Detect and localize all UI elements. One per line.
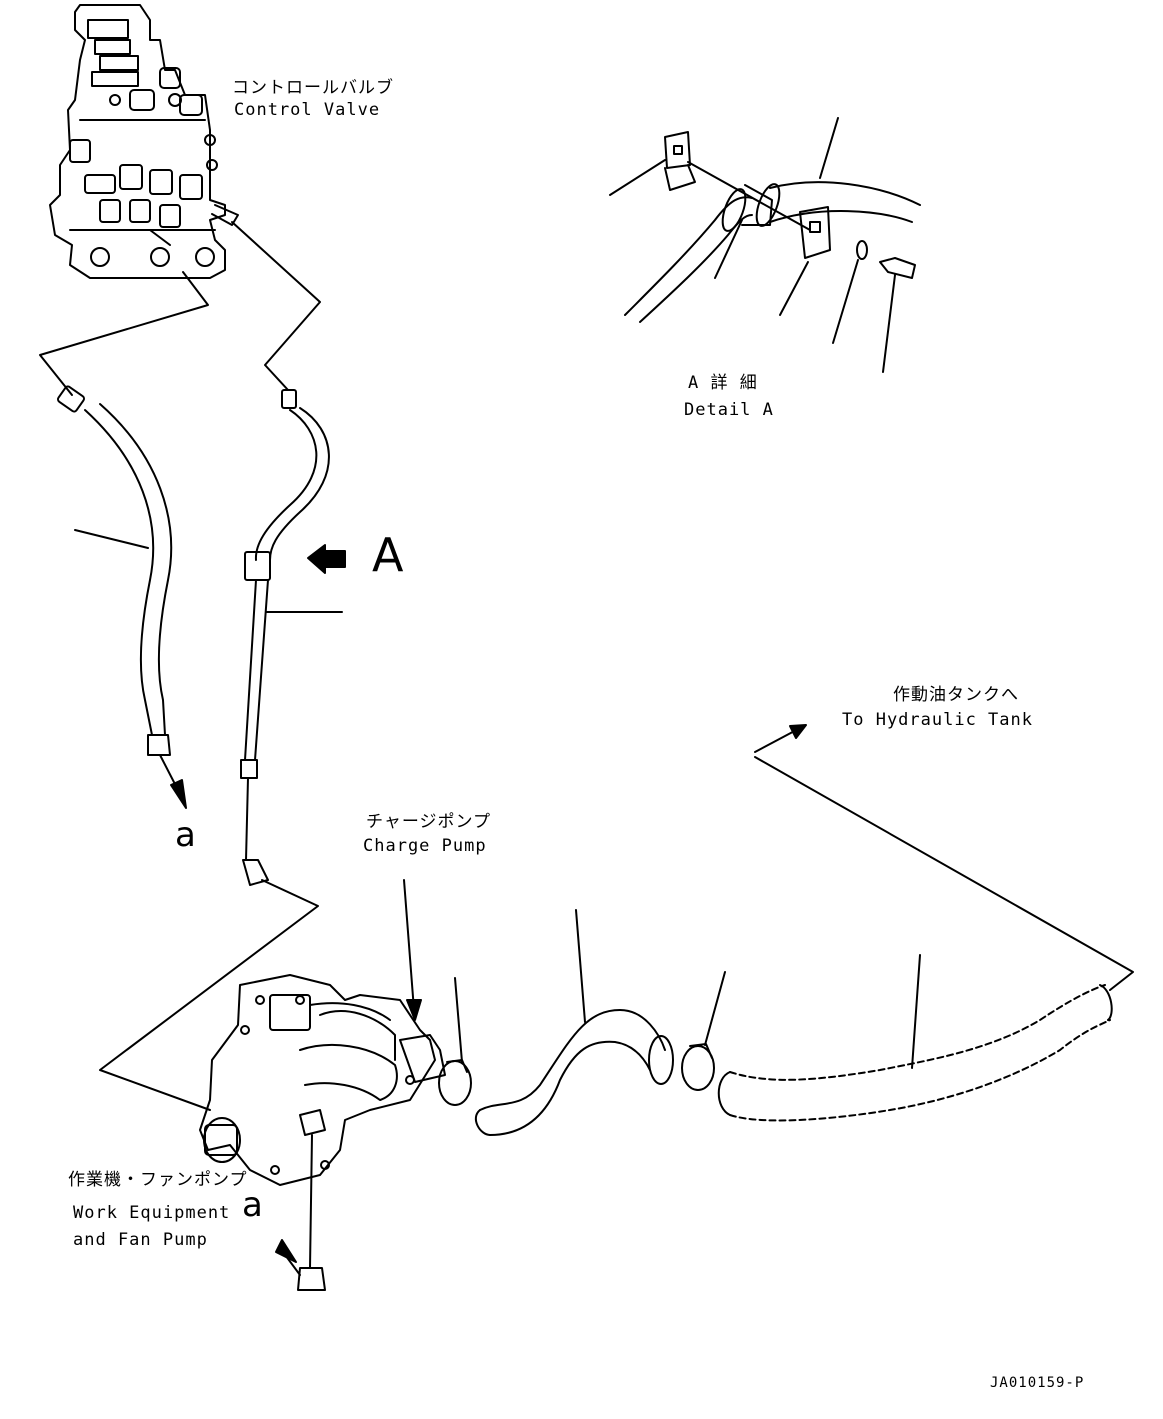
leader-line-left-hose bbox=[39, 271, 209, 396]
tank-hose-leader bbox=[911, 954, 921, 1069]
control-valve-drawing bbox=[49, 4, 239, 279]
leader-line-right-hose bbox=[231, 221, 321, 391]
hydraulic-tank-label-en: To Hydraulic Tank bbox=[842, 710, 1033, 730]
charge-pump-label-en: Charge Pump bbox=[363, 836, 487, 856]
control-valve-label-en: Control Valve bbox=[234, 100, 381, 120]
drawing-code: JA010159-P bbox=[990, 1375, 1085, 1391]
work-pump-label-en-line2: and Fan Pump bbox=[73, 1230, 208, 1250]
control-valve-label-jp: コントロールバルブ bbox=[232, 78, 394, 98]
detail-a-label-en: Detail A bbox=[684, 400, 774, 420]
work-pump-label-jp: 作業機・ファンポンプ bbox=[68, 1170, 248, 1190]
clamp-2-leader bbox=[704, 971, 726, 1046]
left-hose-leader bbox=[74, 529, 149, 549]
charge-pump-leader bbox=[403, 879, 415, 1011]
hydraulic-tank-label-jp: 作動油タンクへ bbox=[893, 685, 1019, 705]
view-a-label: A bbox=[372, 528, 404, 582]
work-pump-label-en-line1: Work Equipment bbox=[73, 1203, 231, 1223]
work-equipment-fan-pump bbox=[199, 974, 446, 1291]
tank-leader bbox=[754, 756, 1134, 991]
suction-hose-assembly bbox=[438, 909, 1113, 1136]
detail-a-label-jp: A 詳 細 bbox=[688, 373, 758, 393]
suction-hose-leader bbox=[575, 909, 586, 1023]
clamp-1-leader bbox=[454, 977, 463, 1063]
detail-a-drawing bbox=[609, 117, 921, 373]
charge-pump-label-jp: チャージポンプ bbox=[366, 812, 491, 832]
left-hose bbox=[57, 385, 187, 809]
hose-clamp bbox=[244, 551, 271, 581]
connection-marker-a-upper: a bbox=[175, 815, 196, 855]
view-a-arrow bbox=[307, 544, 346, 574]
connection-marker-a-lower: a bbox=[242, 1185, 263, 1225]
right-hose bbox=[99, 389, 343, 1111]
